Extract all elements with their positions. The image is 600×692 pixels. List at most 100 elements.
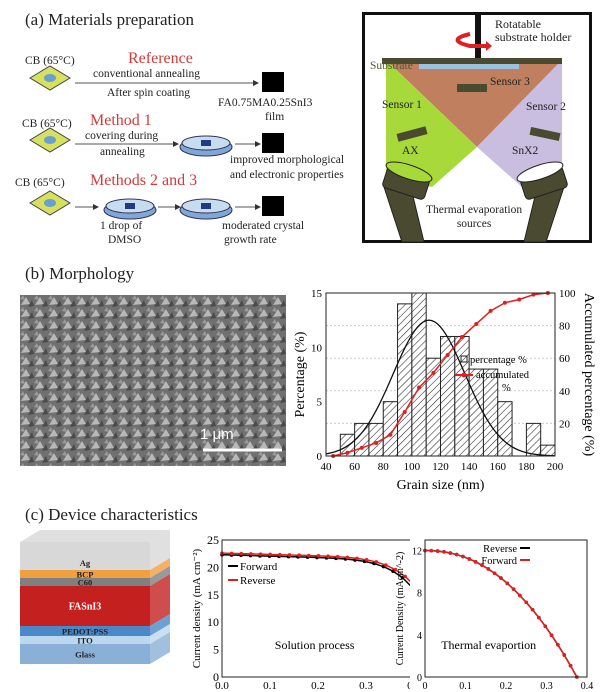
jv-point bbox=[467, 557, 472, 561]
jv-point bbox=[335, 554, 340, 559]
jv-point bbox=[278, 552, 282, 557]
x-tick-label: 180 bbox=[518, 461, 535, 473]
legend-label: Reverse bbox=[483, 544, 517, 555]
sensor3-label: Sensor 3 bbox=[490, 76, 530, 88]
layer-label: PEDOT:PSS bbox=[62, 627, 108, 637]
jv-curve-reverse bbox=[424, 549, 578, 678]
y-axis-label: Current density (mA cm⁻²) bbox=[191, 548, 203, 668]
film-formula: FA0.75MA0.25SnI3 bbox=[218, 97, 313, 109]
jv-point bbox=[442, 550, 446, 554]
jv-point bbox=[518, 593, 522, 598]
method1-result: and electronic properties bbox=[230, 169, 344, 181]
method1-result: improved morphological bbox=[230, 154, 345, 166]
method1-title: Method 1 bbox=[90, 112, 152, 129]
droplet-icon bbox=[44, 74, 56, 82]
accumulated-point bbox=[431, 370, 436, 375]
holder-label-line: Rotatable bbox=[495, 17, 541, 31]
jv-point bbox=[345, 555, 350, 560]
y2-tick-label: 20 bbox=[559, 418, 571, 430]
solvent-label: CB (65°C) bbox=[25, 55, 75, 67]
layer-label: FASnI3 bbox=[69, 602, 102, 613]
source-snx2-label: SnX2 bbox=[512, 145, 539, 157]
x-tick-label: 60 bbox=[349, 461, 361, 473]
jv-point bbox=[454, 552, 459, 557]
layer-glass bbox=[20, 644, 150, 664]
histogram-bar bbox=[411, 292, 427, 457]
layer-label: ITO bbox=[77, 636, 93, 646]
legend-label: % bbox=[502, 383, 511, 394]
reference-step-above: conventional annealing bbox=[93, 68, 200, 80]
jv-point bbox=[429, 548, 434, 553]
layer-side bbox=[150, 566, 170, 586]
layer-side bbox=[150, 632, 170, 664]
jv-point bbox=[239, 551, 244, 556]
legend-label: accumulated bbox=[476, 370, 530, 381]
sem-image bbox=[20, 295, 286, 466]
plot-frame bbox=[424, 539, 588, 678]
layer-side bbox=[150, 530, 170, 570]
accumulated-point bbox=[531, 292, 536, 297]
x-tick-label: 80 bbox=[378, 461, 390, 473]
film-sample bbox=[201, 203, 211, 209]
jv-point bbox=[229, 551, 234, 556]
jv-point bbox=[384, 563, 388, 567]
method23-result: growth rate bbox=[224, 234, 277, 246]
solvent-label: CB (65°C) bbox=[22, 118, 72, 130]
y-tick-label: 0 bbox=[417, 673, 422, 684]
legend-marker bbox=[461, 372, 467, 378]
accumulated-point bbox=[474, 321, 479, 326]
x-tick-label: 40 bbox=[321, 461, 333, 473]
accumulated-point bbox=[417, 385, 422, 390]
y2-tick-label: 40 bbox=[559, 386, 571, 398]
legend-label: Forward bbox=[481, 556, 517, 567]
jv-point bbox=[249, 552, 253, 556]
method1-step-above: covering during bbox=[85, 130, 159, 142]
y-tick-label: 15 bbox=[207, 588, 219, 602]
accumulated-point bbox=[517, 297, 522, 302]
film-sample bbox=[201, 140, 211, 146]
y-tick-label: 5 bbox=[213, 643, 219, 657]
y-axis-label: Percentage (%) bbox=[293, 331, 308, 417]
y2-tick-label: 80 bbox=[559, 321, 571, 333]
droplet-icon bbox=[44, 199, 56, 207]
accumulated-point bbox=[488, 308, 493, 313]
sensor1-label: Sensor 1 bbox=[382, 99, 422, 111]
jv-point bbox=[556, 643, 560, 647]
y-tick-label: 4 bbox=[417, 631, 422, 642]
x-tick-label: 0.2 bbox=[311, 680, 325, 690]
jv-point bbox=[316, 554, 321, 558]
x-tick-label: 0.2 bbox=[500, 681, 513, 690]
panel-c-title: (c) Device characteristics bbox=[25, 505, 198, 524]
jv-point bbox=[448, 551, 453, 555]
y-tick-label: 20 bbox=[207, 560, 219, 574]
jv-thermal-chart: 00.10.20.30.404812Voltage (V)Current Den… bbox=[395, 539, 593, 690]
x-tick-label: 160 bbox=[490, 461, 507, 473]
x-tick-label: 140 bbox=[461, 461, 478, 473]
jv-point bbox=[393, 567, 398, 572]
panel-a-title: (a) Materials preparation bbox=[25, 10, 194, 29]
accumulated-point bbox=[388, 432, 393, 437]
layer-ag bbox=[20, 542, 150, 570]
x-tick-label: 0.0 bbox=[215, 680, 229, 690]
jv-point bbox=[268, 552, 272, 557]
y2-tick-label: 100 bbox=[559, 288, 576, 300]
histogram-bar bbox=[468, 368, 484, 457]
process-schematic bbox=[29, 65, 284, 220]
sources-label-line: sources bbox=[456, 218, 492, 230]
jv-point bbox=[530, 607, 535, 612]
jv-point bbox=[549, 633, 554, 638]
accumulated-line bbox=[332, 292, 548, 457]
y2-tick-label: 60 bbox=[559, 353, 571, 365]
scale-bar-label: 1 μm bbox=[200, 426, 234, 443]
film-sample bbox=[125, 203, 135, 209]
jv-point bbox=[355, 556, 359, 561]
accumulated-point bbox=[345, 450, 350, 455]
accumulated-point bbox=[459, 335, 464, 340]
substrate-label: Substrate bbox=[370, 60, 413, 72]
x-tick-label: 0.4 bbox=[407, 680, 410, 690]
layer-side bbox=[150, 624, 170, 644]
annotation: Thermal evaportion bbox=[441, 638, 536, 652]
legend-swatch-percentage bbox=[460, 355, 468, 363]
legend-label: Reverse bbox=[240, 575, 276, 587]
